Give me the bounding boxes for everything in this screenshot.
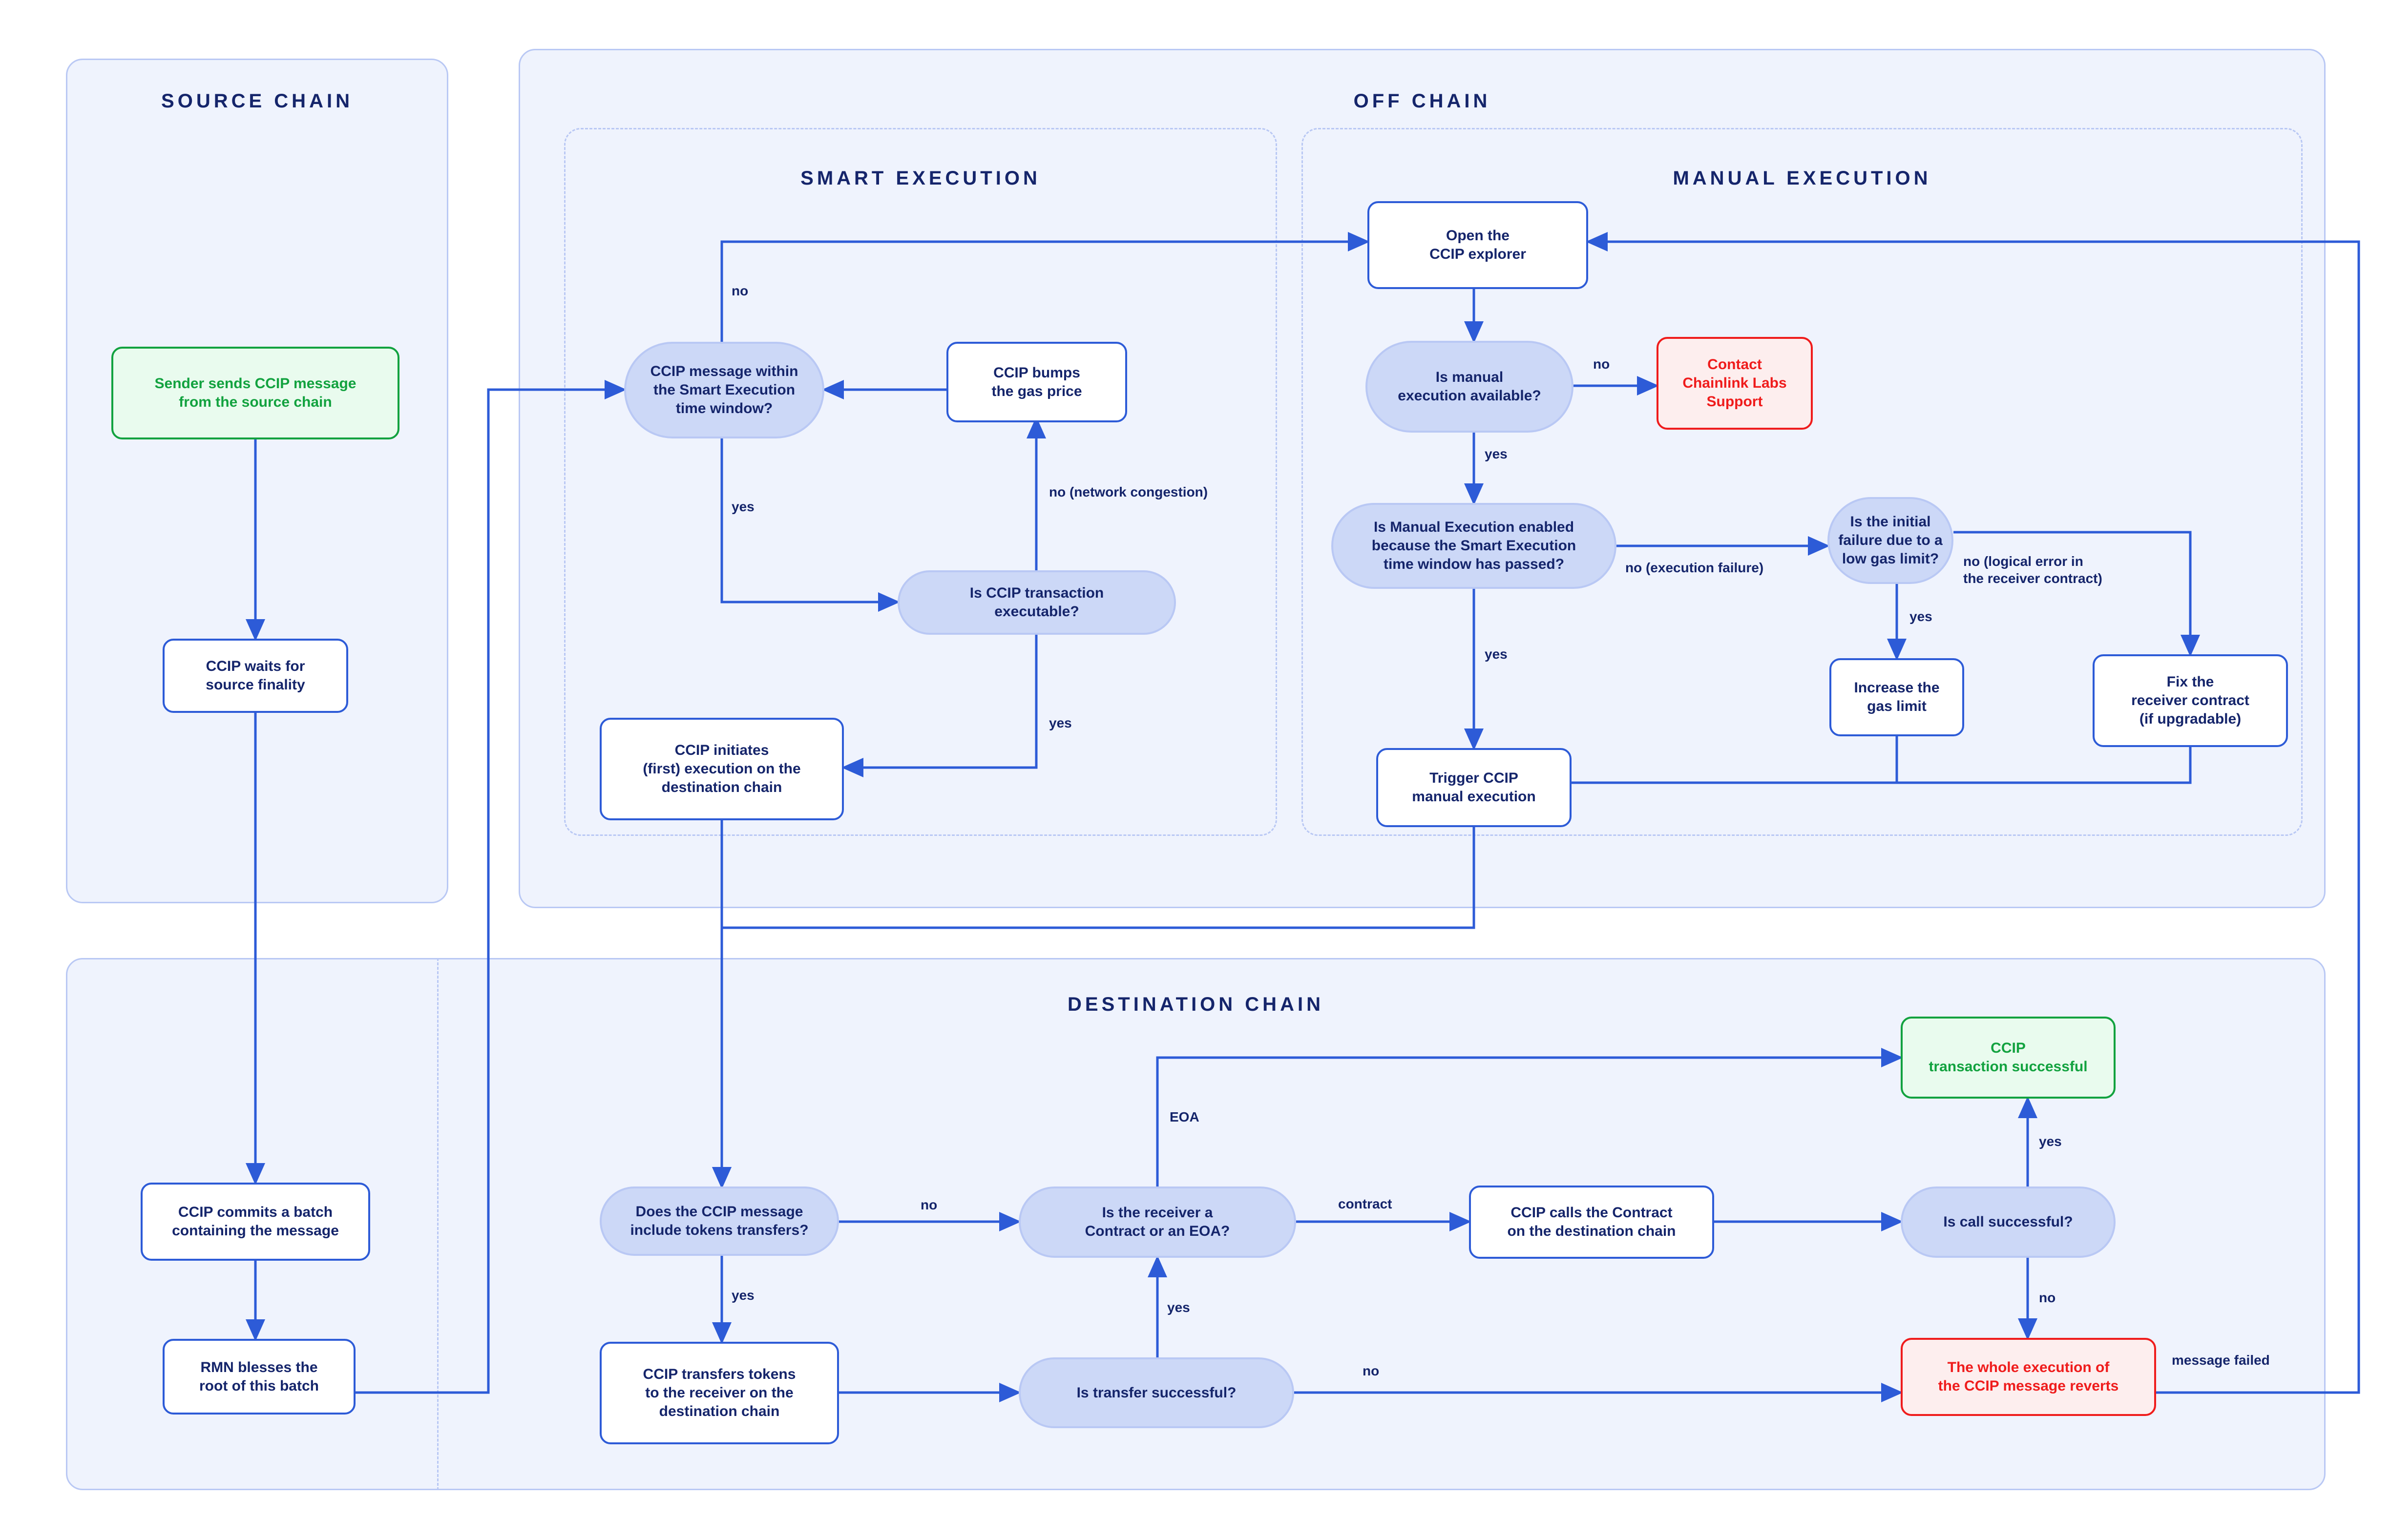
lane-source-chain (66, 59, 448, 903)
node-fix-receiver-contract[interactable]: Fix the receiver contract (if upgradable… (2093, 654, 2288, 747)
edge-label-yes-low-gas: yes (1909, 609, 1932, 624)
node-is-manual-execution-available[interactable]: Is manual execution available? (1365, 341, 1573, 433)
edge-label-message-failed: message failed (2172, 1353, 2270, 1368)
group-smart-execution-title: SMART EXECUTION (800, 167, 1041, 189)
node-ccip-transfers-tokens[interactable]: CCIP transfers tokens to the receiver on… (600, 1342, 839, 1444)
node-is-manual-execution-enabled[interactable]: Is Manual Execution enabled because the … (1331, 503, 1616, 589)
destination-lane-divider (437, 958, 439, 1490)
edge-label-eoa: EOA (1170, 1109, 1199, 1124)
edge-label-yes-manual-available: yes (1485, 446, 1508, 461)
node-ccip-calls-contract[interactable]: CCIP calls the Contract on the destinati… (1469, 1186, 1714, 1259)
node-ccip-initiates-first-execution[interactable]: CCIP initiates (first) execution on the … (600, 718, 844, 820)
node-whole-execution-reverts[interactable]: The whole execution of the CCIP message … (1901, 1338, 2156, 1416)
edge-label-yes-executable: yes (1049, 715, 1072, 730)
node-ccip-message-within-smart-execution-window[interactable]: CCIP message within the Smart Execution … (624, 342, 824, 438)
lane-source-chain-title: SOURCE CHAIN (161, 90, 353, 112)
lane-destination-chain-title: DESTINATION CHAIN (1068, 994, 1324, 1015)
node-ccip-transaction-successful[interactable]: CCIP transaction successful (1901, 1017, 2116, 1099)
node-rmn-blesses-root[interactable]: RMN blesses the root of this batch (163, 1339, 356, 1415)
lane-off-chain-title: OFF CHAIN (1353, 90, 1491, 112)
edge-label-no-manual-available: no (1593, 356, 1610, 372)
node-is-call-successful[interactable]: Is call successful? (1901, 1186, 2116, 1258)
edge-label-no-network-congestion: no (network congestion) (1049, 484, 1208, 499)
edge-label-yes-window: yes (732, 499, 755, 514)
group-manual-execution-title: MANUAL EXECUTION (1673, 167, 1931, 189)
node-trigger-ccip-manual-execution[interactable]: Trigger CCIP manual execution (1376, 748, 1572, 827)
edge-label-contract: contract (1338, 1196, 1392, 1211)
node-increase-gas-limit[interactable]: Increase the gas limit (1829, 658, 1964, 736)
edge-label-no-tokens: no (921, 1197, 938, 1212)
edge-label-yes-transfer: yes (1167, 1300, 1190, 1315)
edge-label-no-execution-failure: no (execution failure) (1625, 560, 1764, 575)
node-sender-sends-ccip-message[interactable]: Sender sends CCIP message from the sourc… (111, 347, 399, 439)
node-open-ccip-explorer[interactable]: Open the CCIP explorer (1367, 201, 1588, 289)
node-is-ccip-transaction-executable[interactable]: Is CCIP transaction executable? (898, 570, 1176, 635)
node-ccip-bumps-gas-price[interactable]: CCIP bumps the gas price (946, 342, 1127, 422)
node-is-initial-failure-low-gas-limit[interactable]: Is the initial failure due to a low gas … (1827, 497, 1953, 584)
node-contact-chainlink-labs-support[interactable]: Contact Chainlink Labs Support (1657, 337, 1813, 430)
edge-label-no-call: no (2039, 1290, 2056, 1305)
edge-label-no-transfer: no (1363, 1363, 1380, 1378)
edge-label-no-window: no (732, 283, 749, 298)
edge-label-yes-call: yes (2039, 1134, 2062, 1149)
edge-label-yes-tokens: yes (732, 1288, 755, 1303)
node-is-transfer-successful[interactable]: Is transfer successful? (1019, 1357, 1294, 1428)
node-ccip-commits-batch[interactable]: CCIP commits a batch containing the mess… (141, 1183, 370, 1261)
node-is-receiver-contract-or-eoa[interactable]: Is the receiver a Contract or an EOA? (1019, 1186, 1296, 1258)
edge-label-no-logical-error: no (logical error in the receiver contra… (1963, 554, 2102, 586)
node-ccip-waits-for-source-finality[interactable]: CCIP waits for source finality (163, 639, 348, 713)
edge-label-yes-manual-enabled: yes (1485, 646, 1508, 662)
node-does-ccip-message-include-token-transfers[interactable]: Does the CCIP message include tokens tra… (600, 1186, 839, 1256)
